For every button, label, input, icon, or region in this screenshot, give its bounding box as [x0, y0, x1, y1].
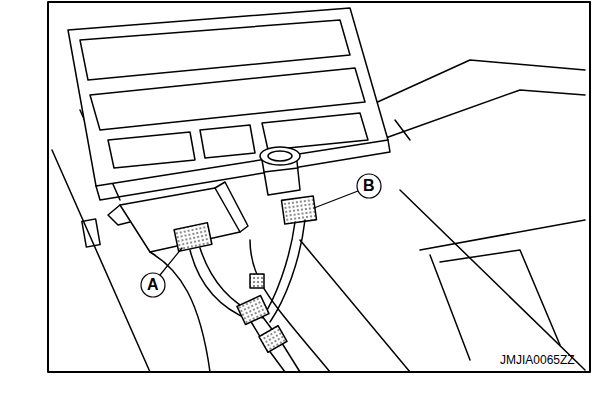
connector-a: [174, 223, 212, 252]
line-art: [300, 240, 410, 372]
line-art: [237, 295, 269, 324]
line-art: [420, 220, 585, 250]
line-art: [90, 68, 365, 130]
line-art: [120, 188, 240, 252]
callout-circle: [357, 174, 381, 198]
figure-id: JMJIA0065ZZ: [500, 354, 575, 366]
line-art: [380, 90, 585, 140]
callout-letter: A: [147, 277, 159, 293]
line-art: [395, 120, 410, 140]
line-art: [314, 191, 358, 208]
line-art: [108, 205, 130, 225]
callout-circle: [141, 273, 165, 297]
wire-harness: [190, 220, 305, 372]
line-art: [264, 168, 298, 172]
line-art: [440, 250, 560, 345]
line-art: [400, 190, 585, 370]
line-art: [259, 326, 287, 353]
line-art: [430, 255, 470, 360]
callout-letter: B: [363, 178, 375, 194]
line-art: [108, 132, 195, 168]
line-art: [260, 147, 300, 165]
line-art: [262, 222, 295, 318]
line-art: [160, 248, 182, 275]
line-art: [68, 8, 388, 186]
callout-leaders: [141, 174, 381, 297]
power-socket: [260, 147, 317, 224]
line-art: [262, 113, 368, 150]
line-art: [82, 219, 100, 247]
connector-b: [281, 196, 316, 224]
line-art: [200, 125, 255, 158]
line-art: [215, 182, 248, 232]
line-art: [96, 140, 390, 200]
control-unit: [108, 182, 248, 252]
line-art: [80, 20, 350, 80]
line-art: [150, 252, 210, 372]
line-art: [360, 60, 585, 110]
line-art: [270, 220, 305, 322]
line-art: [250, 274, 264, 288]
line-art: [48, 2, 590, 372]
console-tray: [68, 8, 390, 200]
line-art: [268, 151, 292, 161]
figure-frame: [48, 2, 590, 372]
